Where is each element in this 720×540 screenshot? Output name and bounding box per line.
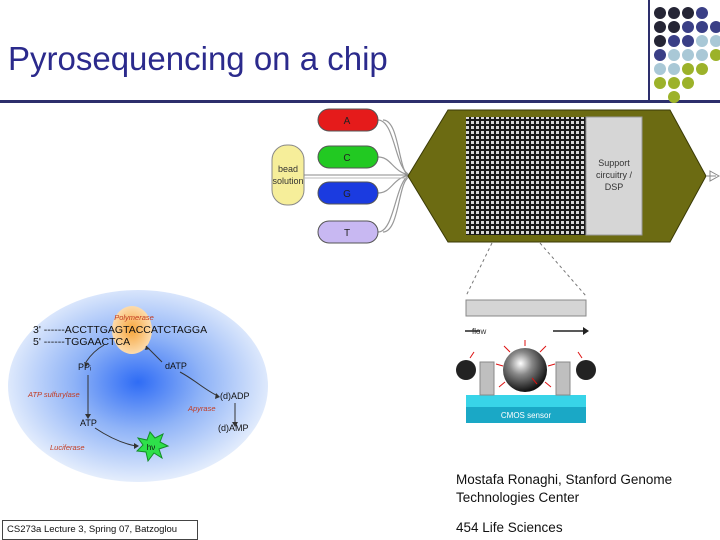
company-credit: 454 Life Sciences xyxy=(456,520,563,535)
datp-label: dATP xyxy=(165,361,187,371)
dot xyxy=(668,21,680,33)
support-label-3: DSP xyxy=(605,182,624,192)
dot xyxy=(654,63,666,75)
reagent-a-label: A xyxy=(344,116,351,127)
dot xyxy=(682,21,694,33)
footer-label: CS273a Lecture 3, Spring 07, Batzoglou xyxy=(2,520,198,540)
cmos-sensor-layer xyxy=(466,407,586,423)
dot xyxy=(710,35,720,47)
dot xyxy=(682,63,694,75)
slide-title: Pyrosequencing on a chip xyxy=(8,40,388,77)
dot xyxy=(668,7,680,19)
dot xyxy=(668,35,680,47)
credit-text: Mostafa Ronaghi, Stanford Genome Technol… xyxy=(456,471,672,507)
dot xyxy=(696,49,708,61)
chemistry-background xyxy=(8,290,268,482)
dot xyxy=(654,7,666,19)
reagent-t-container xyxy=(317,220,379,244)
polymerase-blob xyxy=(112,306,152,354)
support-label-1: Support xyxy=(598,158,630,168)
dot xyxy=(682,77,694,89)
dadp-label: (d)ADP xyxy=(220,391,250,401)
dot xyxy=(696,63,708,75)
polymerase-label: Polymerase xyxy=(114,313,154,322)
support-circuitry-panel xyxy=(585,116,643,236)
damp-label: (d)AMP xyxy=(218,423,249,433)
support-label-2: circuitry / xyxy=(596,170,632,180)
title-divider xyxy=(0,100,720,103)
reagent-g-container xyxy=(317,181,379,205)
dot xyxy=(654,77,666,89)
arrowhead-icon xyxy=(583,327,589,335)
bead-label-2: solution xyxy=(272,176,303,186)
dot xyxy=(710,49,720,61)
dot xyxy=(682,7,694,19)
reagent-c-label: C xyxy=(343,153,350,164)
dot xyxy=(710,21,720,33)
dot xyxy=(696,35,708,47)
light-burst-icon xyxy=(135,431,170,463)
reaction-arrowheads xyxy=(84,346,238,449)
outlet-arrow-icon xyxy=(709,170,720,182)
vertical-divider xyxy=(648,0,650,100)
credit-line-1: Mostafa Ronaghi, Stanford Genome xyxy=(456,472,673,487)
well-wall xyxy=(479,361,495,396)
sensor-top-layer xyxy=(466,395,586,407)
reagent-c-container xyxy=(317,145,379,169)
dot xyxy=(668,49,680,61)
primer-strand: 5' ------TGGAACTCA xyxy=(33,336,130,348)
dot xyxy=(654,49,666,61)
dot xyxy=(654,35,666,47)
light-label: hν xyxy=(147,443,155,452)
dot xyxy=(668,91,680,103)
zoom-line xyxy=(465,242,493,297)
bead-partial xyxy=(576,360,596,380)
dot xyxy=(682,49,694,61)
atp-label: ATP xyxy=(80,418,97,428)
bead xyxy=(503,348,547,392)
luciferase-label: Luciferase xyxy=(50,443,85,452)
well-wall xyxy=(555,361,571,396)
credit-line-2: Technologies Center xyxy=(456,490,580,505)
reagent-g-label: G xyxy=(343,189,351,200)
dot xyxy=(654,21,666,33)
bead-partial xyxy=(456,360,476,380)
dot xyxy=(696,7,708,19)
reagent-a-container xyxy=(317,108,379,132)
reagent-t-label: T xyxy=(344,228,350,239)
dot xyxy=(668,63,680,75)
bead-label-1: bead xyxy=(278,164,298,174)
ppi-label: PPᵢ xyxy=(78,362,91,372)
dna-strands xyxy=(469,340,583,388)
dot xyxy=(696,21,708,33)
dot xyxy=(682,35,694,47)
well-array xyxy=(466,117,586,235)
template-strand: 3' ------ACCTTGAGTACCATCTAGGA xyxy=(33,324,207,336)
cmos-sensor-label: CMOS sensor xyxy=(501,411,552,420)
dot xyxy=(668,77,680,89)
apyrase-label: Apyrase xyxy=(187,404,216,413)
cover-plate xyxy=(465,299,587,317)
atp-sulfurylase-label: ATP sulfurylase xyxy=(27,390,80,399)
